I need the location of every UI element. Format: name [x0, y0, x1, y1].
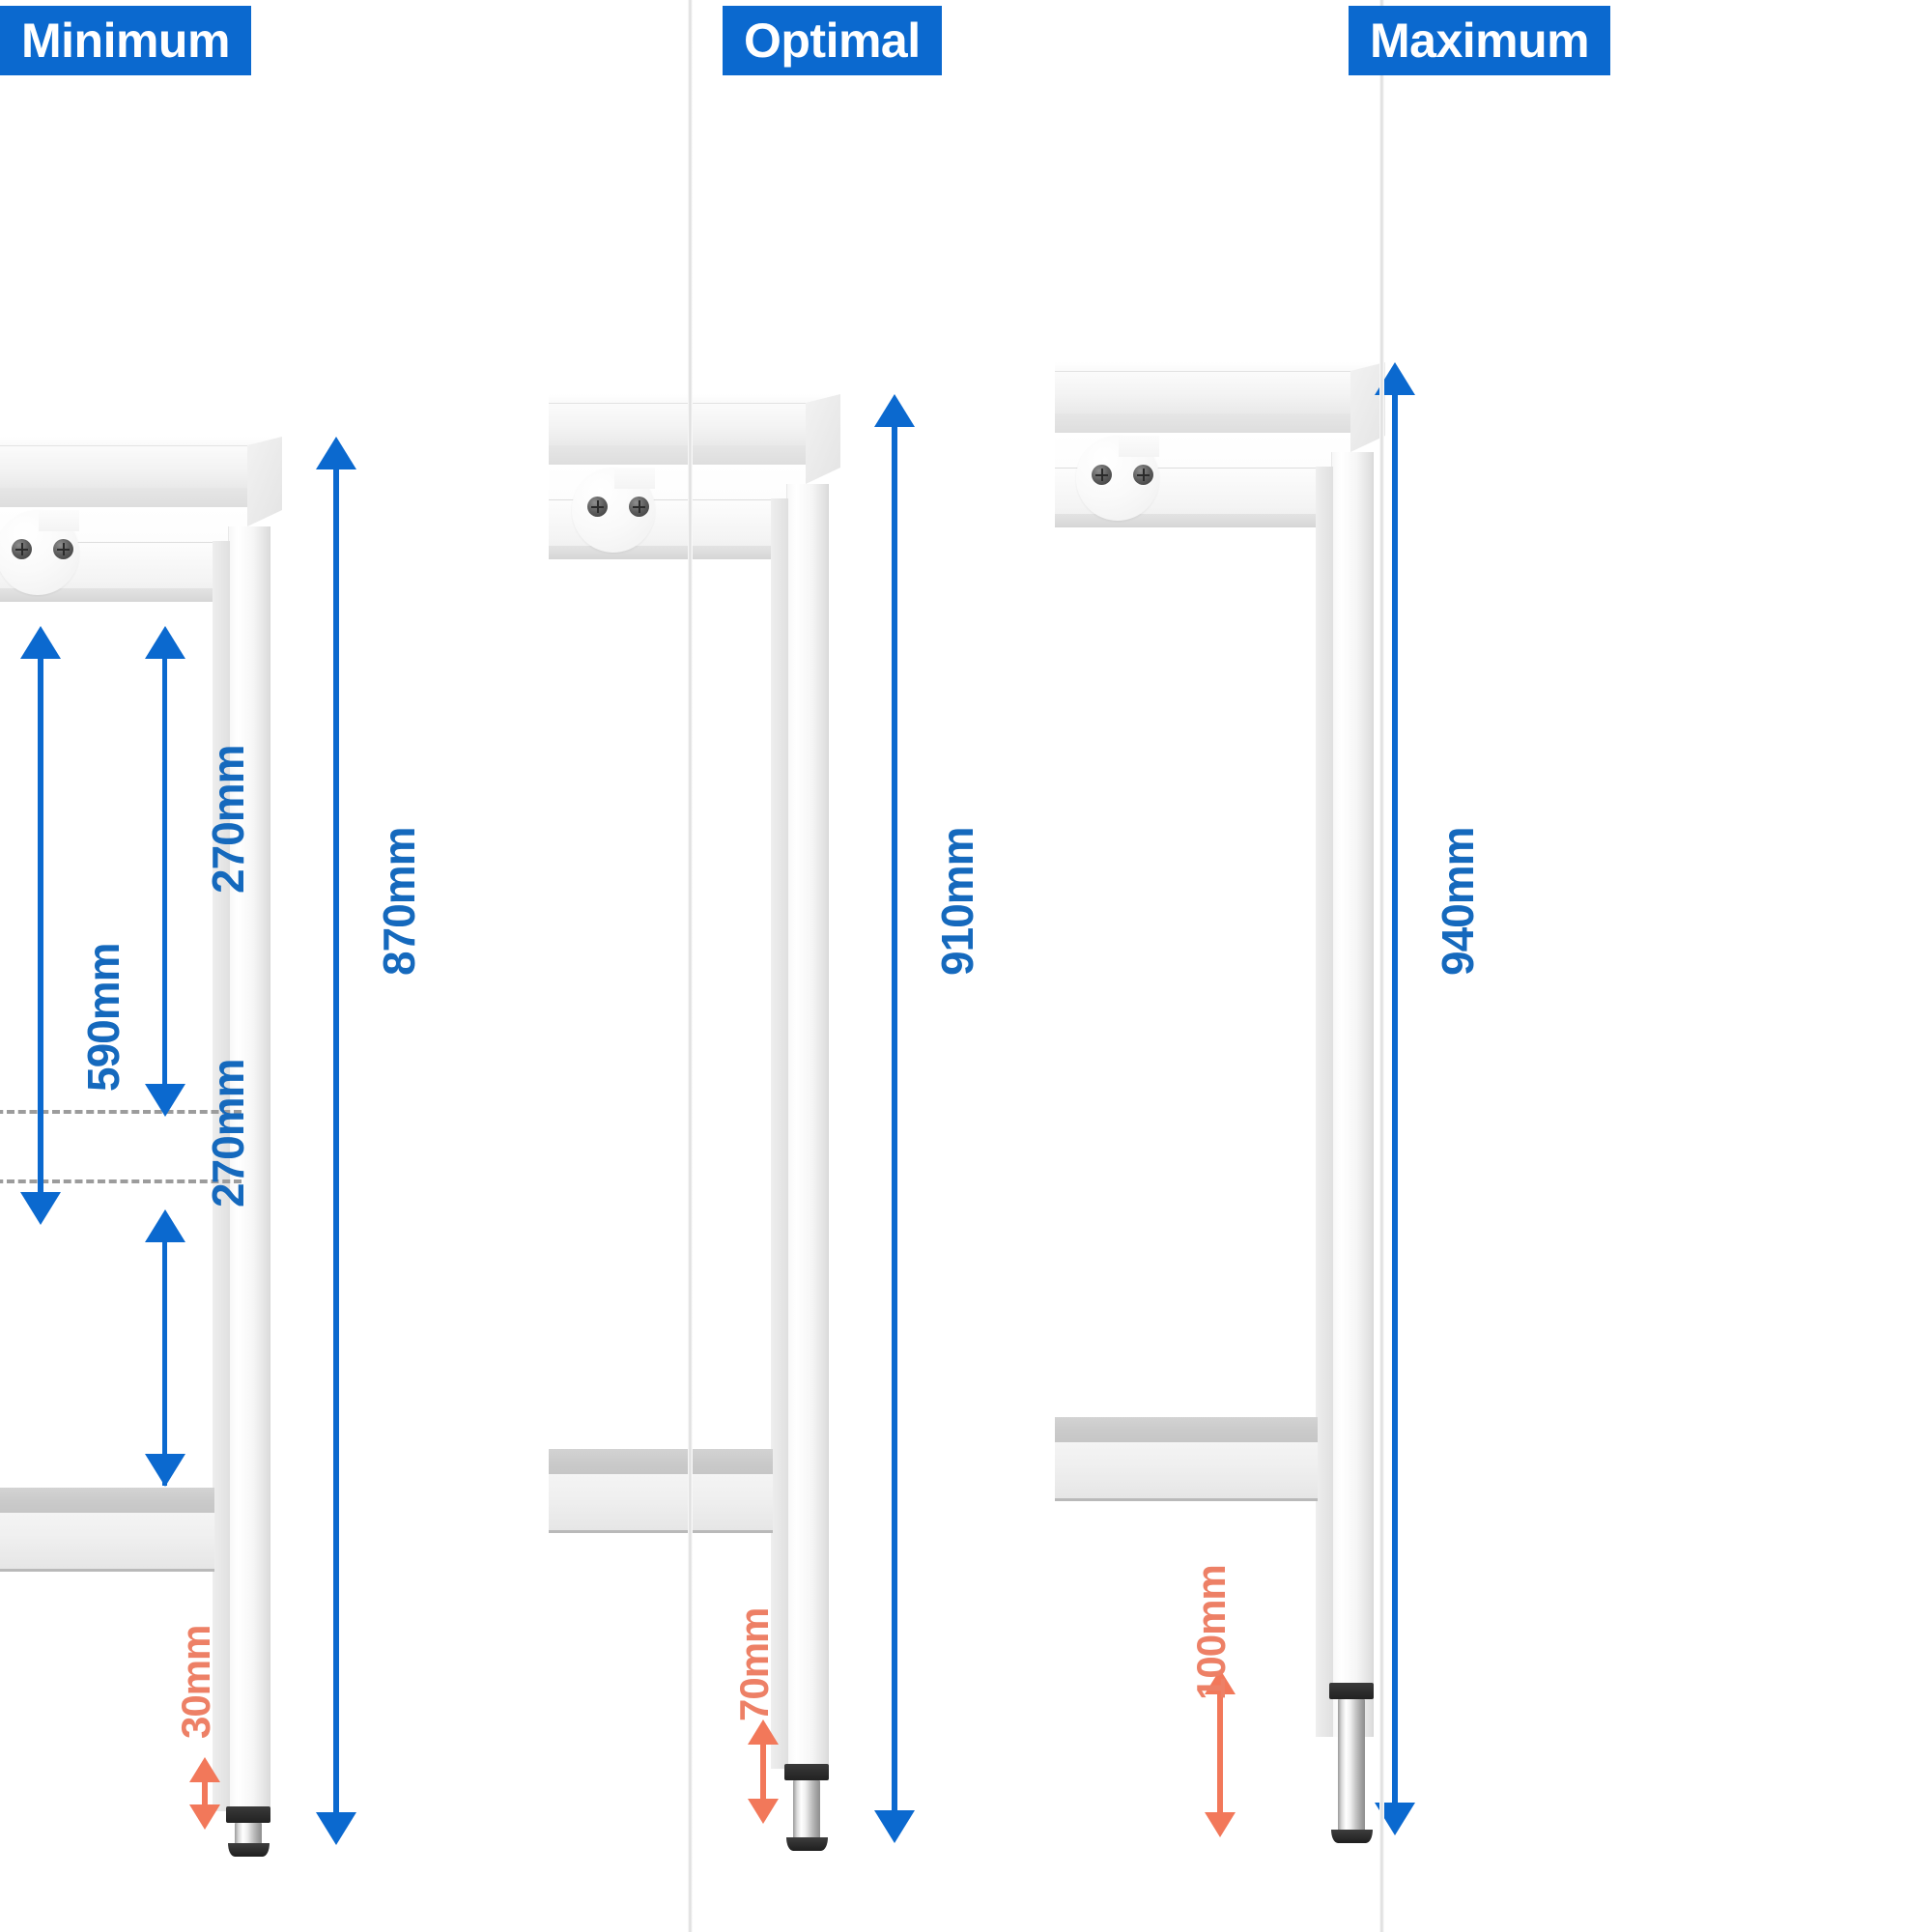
dimension-arrowhead-down — [145, 1454, 185, 1487]
mounting-bracket-corner — [39, 510, 79, 531]
worktop-rear-lip — [0, 445, 247, 489]
worktop-rear-cap — [549, 394, 838, 403]
dimension-arrowhead-up — [874, 394, 915, 427]
foot-dimension-label: 30mm — [173, 1625, 218, 1739]
dimension-arrowhead-down — [20, 1192, 61, 1225]
worktop-rear-lip — [549, 403, 806, 446]
foot-dimension-arrowhead-up — [1205, 1669, 1236, 1694]
foot-dimension-label: 70mm — [731, 1607, 777, 1721]
bracket-screw — [1092, 465, 1112, 485]
dimension-line — [38, 659, 43, 1192]
panel-divider — [688, 0, 693, 1932]
dimension-line — [892, 427, 897, 1810]
foot-collar — [1329, 1683, 1374, 1699]
worktop-back-band — [549, 445, 806, 465]
worktop-right-chamfer — [247, 437, 282, 526]
worktop-rear-cap — [1055, 362, 1383, 371]
table-leg-side-face — [771, 498, 788, 1769]
foot-collar — [226, 1806, 270, 1823]
lower-shelf-face — [0, 1513, 214, 1569]
foot-shaft — [1338, 1699, 1365, 1836]
reference-dashed-line-upper — [0, 1110, 242, 1114]
foot-dimension-line — [1217, 1694, 1223, 1812]
panel-maximum: 940mm 100mm — [1055, 0, 1932, 1932]
panel-minimum: 870mm 590mm 270mm 270mm — [0, 0, 692, 1932]
dimension-arrowhead-down — [316, 1812, 356, 1845]
bracket-screw — [12, 539, 32, 559]
lower-shelf-face — [549, 1474, 773, 1530]
foot-dimension-arrowhead-down — [748, 1799, 779, 1824]
panel-label-maximum: Maximum — [1349, 6, 1611, 75]
worktop-bottom-edge — [0, 588, 247, 602]
lower-shelf-edge — [0, 1569, 214, 1572]
panel-label-optimal: Optimal — [723, 6, 942, 75]
mounting-bracket-corner — [614, 468, 655, 489]
foot-dimension-arrowhead-up — [748, 1719, 779, 1745]
worktop-rear-lip — [1055, 371, 1350, 414]
dimension-label-full-gap: 590mm — [78, 943, 128, 1092]
lower-shelf-top — [1055, 1417, 1318, 1442]
lower-shelf-face — [1055, 1442, 1318, 1498]
bracket-screw — [587, 497, 608, 517]
lower-shelf-edge — [549, 1530, 773, 1533]
dimension-label-total-height: 940mm — [1433, 827, 1483, 976]
lower-shelf-edge — [1055, 1498, 1318, 1501]
dimension-line — [162, 659, 167, 1084]
worktop-seam-line — [1055, 468, 1350, 469]
mounting-bracket-corner — [1119, 436, 1159, 457]
dimension-label-total-height: 910mm — [932, 827, 982, 976]
dimension-arrowhead-up — [145, 626, 185, 659]
worktop-back-band — [1055, 413, 1350, 433]
foot-dimension-label: 100mm — [1188, 1565, 1234, 1700]
foot-shaft — [793, 1780, 820, 1844]
foot-pad — [1331, 1830, 1373, 1843]
worktop-right-chamfer — [806, 394, 840, 484]
worktop-bottom-edge — [549, 546, 806, 559]
bracket-screw — [1133, 465, 1153, 485]
table-leg-side-face — [213, 541, 230, 1811]
dimension-label-total-height: 870mm — [374, 827, 424, 976]
reference-dashed-line-lower — [0, 1179, 242, 1183]
dimension-arrowhead-up — [145, 1209, 185, 1242]
lower-shelf-top — [0, 1488, 214, 1513]
foot-collar — [784, 1764, 829, 1780]
table-leg-front — [786, 484, 829, 1769]
panel-label-minimum: Minimum — [0, 6, 251, 75]
dimension-label-lower-gap: 270mm — [203, 1059, 253, 1208]
panel-optimal: 910mm 70mm — [549, 0, 1383, 1932]
panel-divider — [1379, 0, 1384, 1932]
dimension-label-upper-gap: 270mm — [203, 745, 253, 894]
worktop-seam-line — [0, 542, 247, 543]
bracket-screw — [53, 539, 73, 559]
worktop-seam-line — [549, 499, 806, 500]
foot-pad — [228, 1843, 270, 1857]
dimension-arrowhead-down — [145, 1084, 185, 1117]
dimension-line — [333, 469, 339, 1812]
dimension-arrowhead-up — [20, 626, 61, 659]
foot-dimension-arrowhead-down — [189, 1804, 220, 1830]
worktop-back-band — [0, 488, 247, 507]
foot-dimension-arrowhead-up — [189, 1757, 220, 1782]
foot-dimension-line — [202, 1782, 208, 1804]
table-leg-side-face — [1316, 467, 1333, 1737]
foot-dimension-arrowhead-down — [1205, 1812, 1236, 1837]
dimension-line — [162, 1242, 167, 1486]
table-leg-front — [1331, 452, 1374, 1737]
foot-pad — [786, 1837, 828, 1851]
worktop-rear-cap — [0, 437, 280, 445]
dimension-line — [1392, 395, 1398, 1803]
bracket-screw — [629, 497, 649, 517]
foot-dimension-line — [760, 1745, 766, 1799]
dimension-arrowhead-down — [874, 1810, 915, 1843]
dimension-arrowhead-up — [316, 437, 356, 469]
lower-shelf-top — [549, 1449, 773, 1474]
